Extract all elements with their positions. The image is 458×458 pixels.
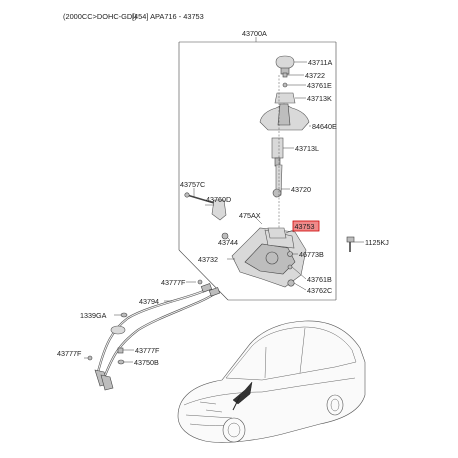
callout-43722[interactable]: 43722 xyxy=(305,71,325,80)
svg-text:43732: 43732 xyxy=(198,255,218,264)
clip-43777f-left[interactable] xyxy=(87,355,93,361)
callout-43744[interactable]: 43744 xyxy=(218,238,238,247)
svg-text:1339GA: 1339GA xyxy=(80,311,107,320)
svg-text:43713L: 43713L xyxy=(295,144,319,153)
svg-text:43722: 43722 xyxy=(305,71,325,80)
grommet-1339ga[interactable] xyxy=(120,312,128,318)
shift-boot[interactable] xyxy=(259,103,310,131)
callout-43757c[interactable]: 43757C xyxy=(180,180,205,189)
svg-text:1125KJ: 1125KJ xyxy=(365,238,389,247)
shift-cable-assembly[interactable] xyxy=(94,283,221,391)
callout-46773b[interactable]: 46773B xyxy=(299,250,324,259)
pin-43761b[interactable] xyxy=(287,264,293,270)
callout-43720[interactable]: 43720 xyxy=(291,185,311,194)
washer-43750b[interactable] xyxy=(117,359,125,365)
callout-475ax[interactable]: 475AX xyxy=(239,211,261,220)
assembly-frame xyxy=(178,37,337,301)
pin-part[interactable] xyxy=(282,82,288,88)
callout-43750b[interactable]: 43750B xyxy=(134,358,159,367)
shifter-base-housing[interactable] xyxy=(231,227,307,288)
engine-label: (2000CC>DOHC-GDI) xyxy=(63,12,137,21)
nut-43744[interactable] xyxy=(221,232,229,240)
svg-text:43713K: 43713K xyxy=(307,94,332,103)
diagram-range-label: [454] APA716 - 43753 xyxy=(132,12,204,21)
callout-43777f-right[interactable]: 43777F xyxy=(135,346,160,355)
svg-text:43761B: 43761B xyxy=(307,275,332,284)
svg-text:43762C: 43762C xyxy=(307,286,332,295)
shift-knob[interactable] xyxy=(275,55,295,75)
svg-text:43777F: 43777F xyxy=(161,278,186,287)
leaders-cable xyxy=(84,281,196,363)
leaders-top xyxy=(281,61,311,190)
callout-43713k[interactable]: 43713K xyxy=(307,94,332,103)
bolt-1125kj[interactable] xyxy=(346,236,355,252)
callout-43700a[interactable]: 43700A xyxy=(242,29,267,38)
callout-43794[interactable]: 43794 xyxy=(139,297,159,306)
lever-rod[interactable] xyxy=(272,164,283,198)
part-43753-highlight[interactable] xyxy=(267,227,287,239)
callout-43761b[interactable]: 43761B xyxy=(307,275,332,284)
clip-43762c[interactable] xyxy=(287,279,295,287)
svg-text:43777F: 43777F xyxy=(57,349,82,358)
callout-1339ga[interactable]: 1339GA xyxy=(80,311,107,320)
car-illustration xyxy=(177,320,366,443)
bolt-43757c[interactable] xyxy=(184,192,215,204)
callout-43762c[interactable]: 43762C xyxy=(307,286,332,295)
callout-43753-highlighted[interactable]: 43753 xyxy=(292,220,320,232)
clip-46773b[interactable] xyxy=(287,251,293,257)
clip-43777f-top[interactable] xyxy=(197,279,203,285)
callout-43777f-left[interactable]: 43777F xyxy=(57,349,82,358)
spring-part[interactable] xyxy=(282,72,288,78)
svg-text:43761E: 43761E xyxy=(307,81,332,90)
svg-text:43757C: 43757C xyxy=(180,180,205,189)
svg-text:46773B: 46773B xyxy=(299,250,324,259)
leaders-right xyxy=(227,229,364,291)
svg-text:43750B: 43750B xyxy=(134,358,159,367)
svg-text:43794: 43794 xyxy=(139,297,159,306)
callout-43732[interactable]: 43732 xyxy=(198,255,218,264)
svg-text:43777F: 43777F xyxy=(135,346,160,355)
svg-text:43711A: 43711A xyxy=(308,58,332,67)
bracket-43760d[interactable] xyxy=(211,199,227,221)
callout-43713l[interactable]: 43713L xyxy=(295,144,319,153)
clip-43777f-right[interactable] xyxy=(117,347,124,354)
boot-collar[interactable] xyxy=(274,92,296,104)
svg-text:43700A: 43700A xyxy=(242,29,267,38)
svg-text:43760D: 43760D xyxy=(206,195,231,204)
leaders-left xyxy=(193,188,263,241)
lever-upper[interactable] xyxy=(271,137,284,167)
callout-1125kj[interactable]: 1125KJ xyxy=(365,238,389,247)
svg-text:475AX: 475AX xyxy=(239,211,261,220)
callout-84640e[interactable]: 84640E xyxy=(312,122,337,131)
callout-43777f-top[interactable]: 43777F xyxy=(161,278,186,287)
svg-text:84640E: 84640E xyxy=(312,122,337,131)
callout-43761e[interactable]: 43761E xyxy=(307,81,332,90)
callout-43760d[interactable]: 43760D xyxy=(206,195,231,204)
svg-text:43720: 43720 xyxy=(291,185,311,194)
svg-text:43744: 43744 xyxy=(218,238,238,247)
svg-text:43753: 43753 xyxy=(295,222,315,231)
callout-43711a[interactable]: 43711A xyxy=(308,58,332,67)
